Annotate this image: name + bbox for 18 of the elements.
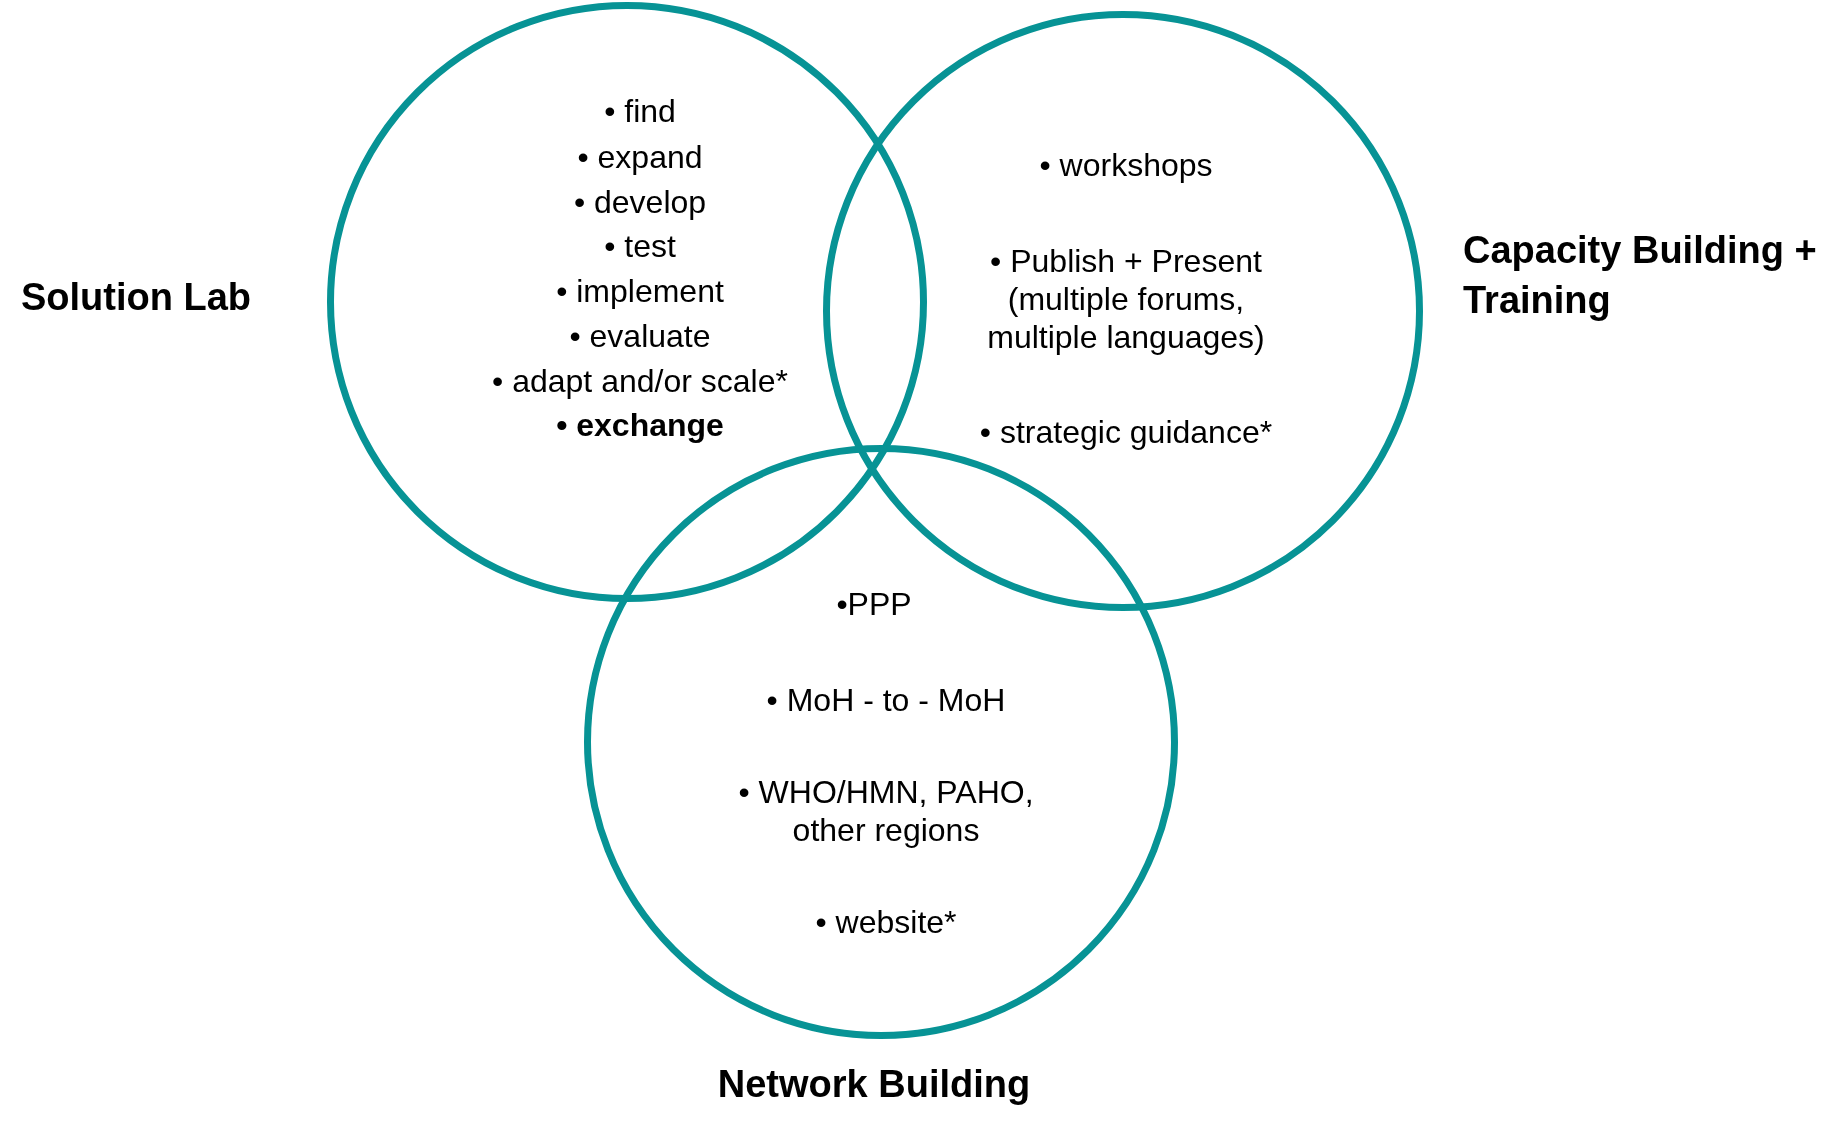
circle-heading: Solution Lab <box>21 275 253 320</box>
bullet-item: •PPP <box>835 585 913 623</box>
circle-heading: Capacity Building + Training <box>1463 228 1818 323</box>
bullet-item: • find <box>603 92 677 130</box>
bullet-item: • strategic guidance* <box>978 413 1274 451</box>
bullet-item: • WHO/HMN, PAHO, other regions <box>737 773 1035 849</box>
bullet-item: • website* <box>814 903 958 941</box>
bullet-item: • develop <box>572 183 708 221</box>
bullet-item: • test <box>603 227 677 265</box>
bullet-item: • adapt and/or scale* <box>491 362 789 400</box>
bullet-item: • workshops <box>1038 146 1214 184</box>
bullet-item: • evaluate <box>568 317 712 355</box>
bullet-item: • expand <box>576 138 704 176</box>
bullet-item: • MoH - to - MoH <box>765 681 1007 719</box>
bullet-item: • implement <box>555 272 725 310</box>
bullet-item: • Publish + Present (multiple forums, multiple languages) <box>986 242 1266 356</box>
circle-heading: Network Building <box>716 1062 1032 1107</box>
bullet-item: • exchange <box>555 406 725 444</box>
